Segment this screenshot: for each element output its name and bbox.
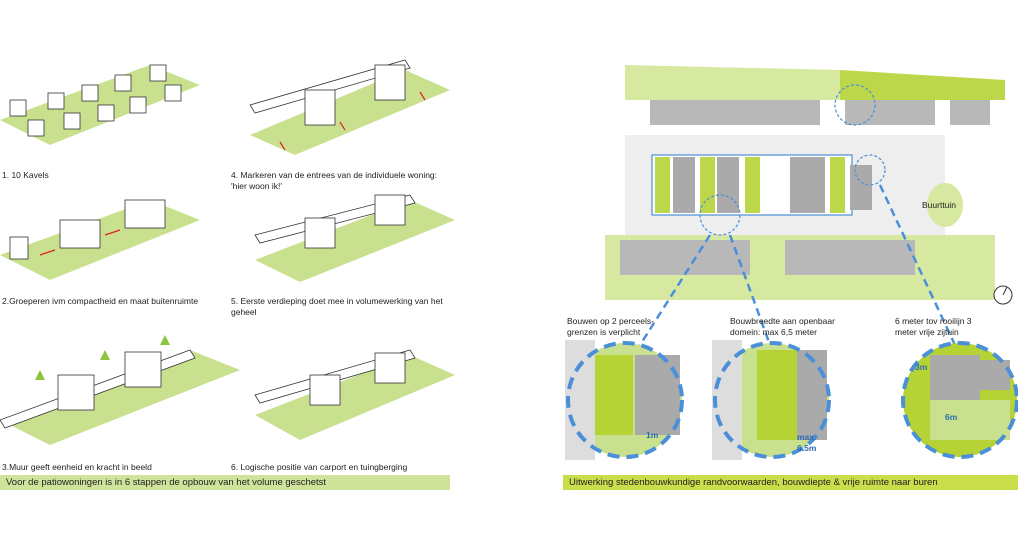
step-1-diagram [0,64,200,145]
detail-3-dimension-b: 6m [945,412,958,422]
step-3-caption: 3.Muur geeft eenheid en kracht in beeld [2,462,152,472]
step-6-caption: 6. Logische positie van carport en tuing… [231,462,408,472]
step-5-diagram [254,194,455,282]
site-plan [605,65,1013,346]
detail-2-label: Bouwbreedte aan openbaar domein: max 6,5… [730,316,835,337]
detail-2-dimension: max. 6.5m [797,432,817,453]
park-label: Buurttuin [922,200,957,210]
step-1-caption: 1. 10 Kavels [2,170,49,180]
step-4-diagram [249,59,450,155]
step-2-diagram [0,199,200,280]
step-4-caption: 4. Markeren van de entrees van de indivi… [231,170,438,191]
detail-3-label: 6 meter tov rooilijn 3 meter vrije zijtu… [895,316,972,337]
detail-circle-2 [712,340,831,460]
left-banner: Voor de patiowoningen is in 6 stappen de… [0,475,450,490]
step-3-diagram [0,335,240,445]
step-2-caption: 2.Groeperen ivm compactheid en maat buit… [2,296,199,306]
detail-1-label: Bouwen op 2 perceels- grenzen is verplic… [567,316,654,337]
step-6-diagram [254,349,455,440]
detail-circle-3 [901,341,1018,459]
right-banner: Uitwerking stedenbouwkundige randvoorwaa… [563,475,1018,490]
detail-1-dimension: 1m [646,430,659,440]
detail-3-dimension-a: 3m [915,362,928,372]
step-5-caption: 5. Eerste verdieping doet mee in volumew… [231,296,443,317]
detail-circle-1 [565,340,684,460]
